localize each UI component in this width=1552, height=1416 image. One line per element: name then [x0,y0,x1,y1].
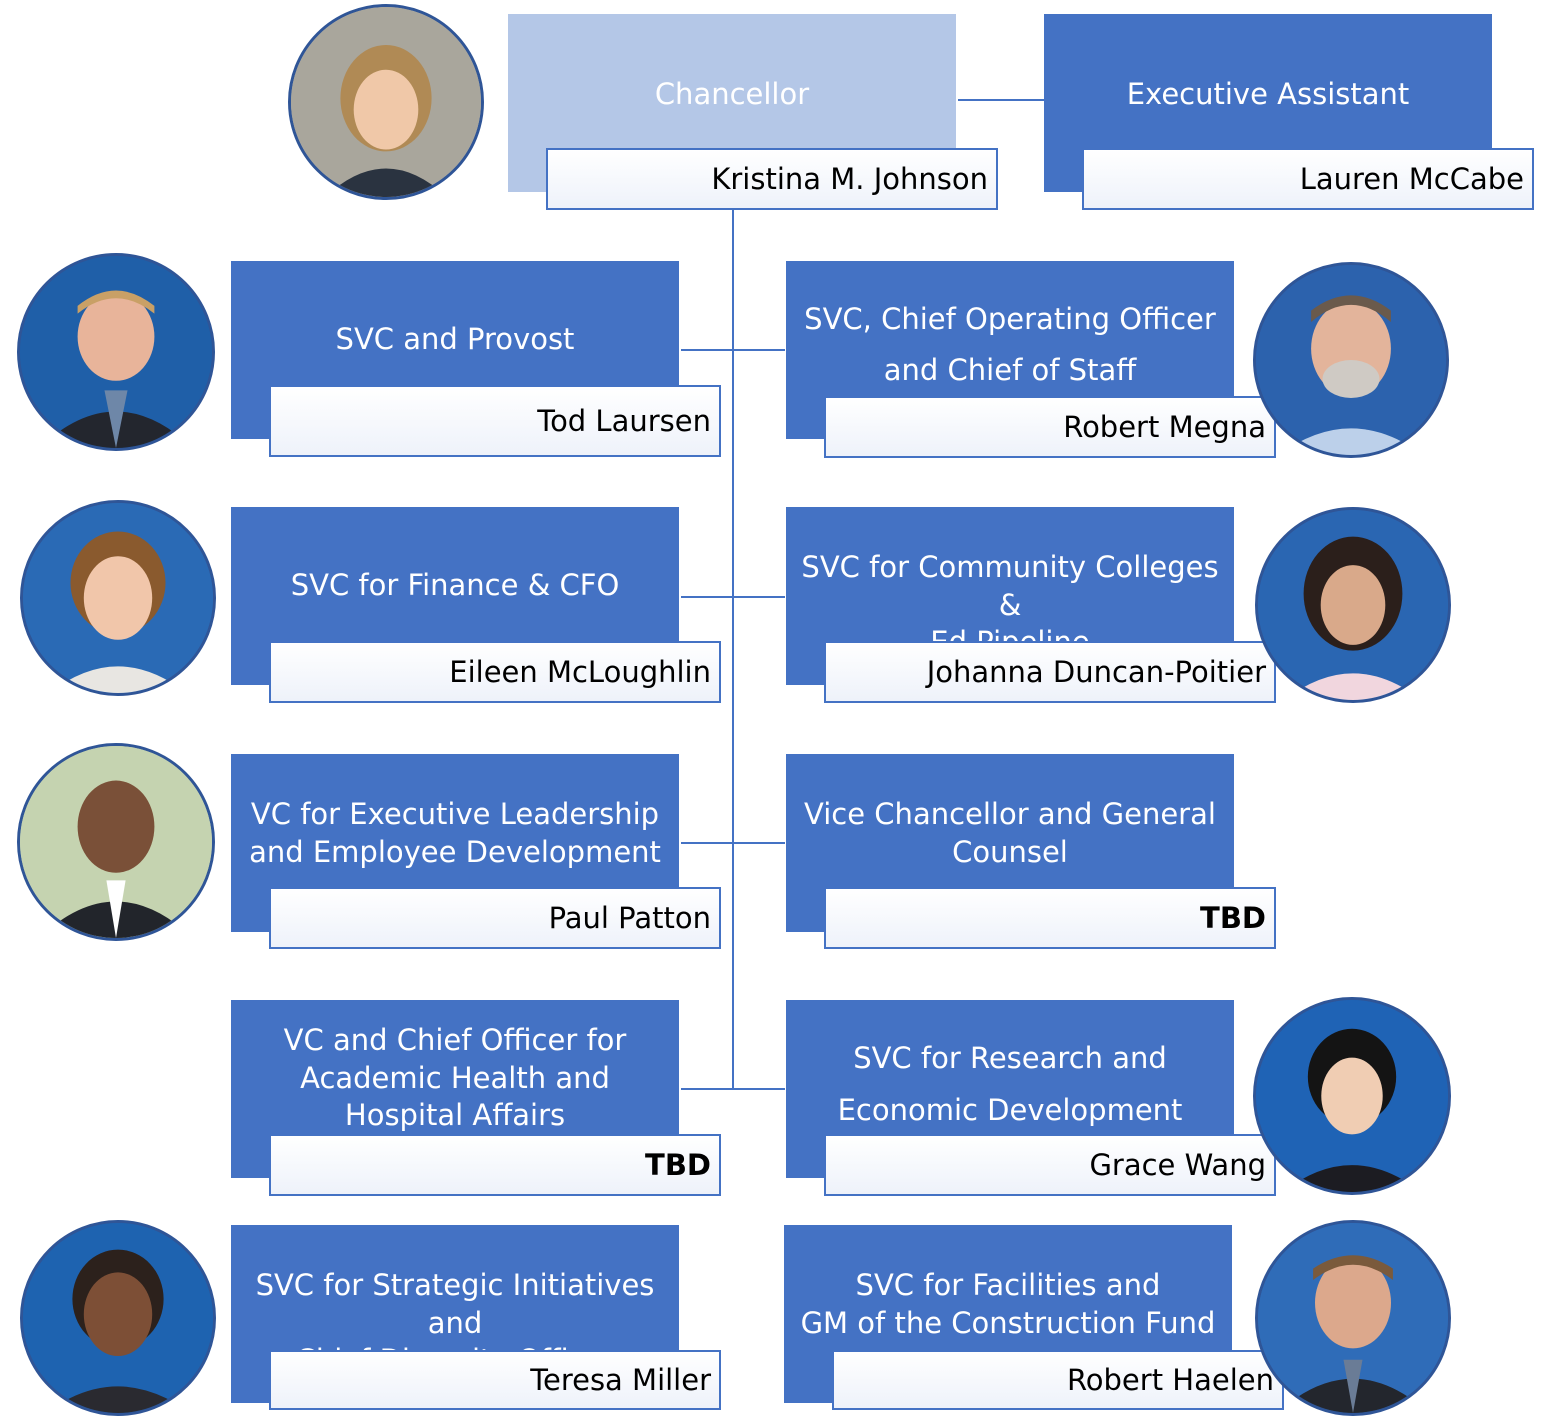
name-facilities: Robert Haelen [832,1350,1284,1410]
portrait-strategic-initiatives [20,1220,216,1416]
portrait-provost [17,253,215,451]
portrait-finance [20,500,216,696]
role-box-academic-health: VC and Chief Officer for Academic Health… [231,1000,679,1178]
portrait-facilities [1255,1220,1451,1416]
name-research: Grace Wang [824,1134,1276,1196]
name-finance: Eileen McLoughlin [269,641,721,703]
executive-assistant-name: Lauren McCabe [1082,148,1534,210]
name-exec-leadership: Paul Patton [269,887,721,949]
chancellor-name: Kristina M. Johnson [546,148,998,210]
executive-assistant-title: Executive Assistant [1126,77,1410,111]
name-general-counsel: TBD [824,887,1276,949]
name-coo: Robert Megna [824,396,1276,458]
portrait-research [1253,997,1451,1195]
connector-row-1 [681,349,785,351]
portrait-community-colleges [1255,507,1451,703]
portrait-chancellor [288,4,484,200]
connector-chancellor-assistant [958,99,1044,101]
name-provost: Tod Laursen [269,385,721,457]
chancellor-title: Chancellor [654,77,810,111]
name-strategic-initiatives: Teresa Miller [269,1350,721,1410]
connector-trunk [732,209,734,1089]
portrait-exec-leadership [17,743,215,941]
connector-row-4 [681,1088,785,1090]
connector-row-3 [681,842,785,844]
name-community-colleges: Johanna Duncan-Poitier [824,641,1276,703]
name-academic-health: TBD [269,1134,721,1196]
connector-row-2 [681,596,785,598]
portrait-coo [1253,262,1449,458]
